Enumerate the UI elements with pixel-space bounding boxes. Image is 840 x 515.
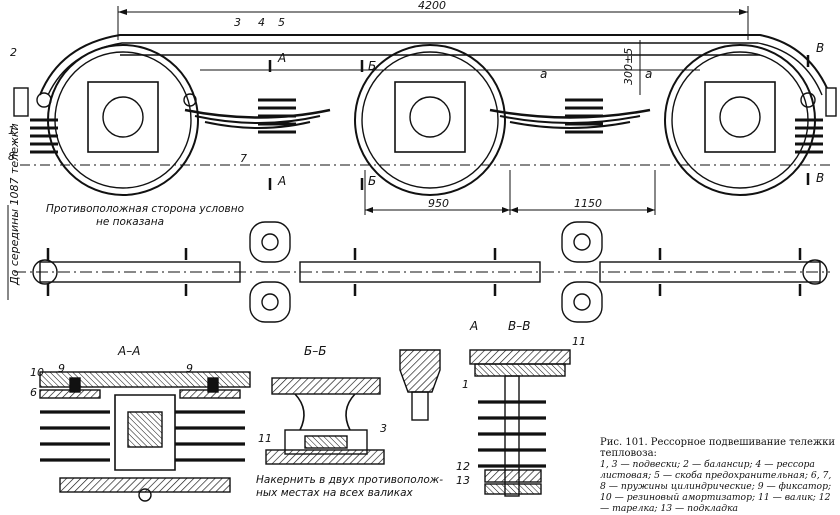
callout-13: 13 (456, 474, 470, 487)
callout-7: 7 (240, 152, 247, 165)
section-mark-labels: А А Б Б В В a a (277, 41, 824, 188)
mark-b-top: Б (368, 59, 376, 73)
dim-height-adj: 300±5 (622, 48, 635, 85)
section-vv (469, 349, 571, 497)
mark-gap-left: a (540, 67, 547, 81)
callout-3-bb: 3 (380, 422, 387, 435)
mark-gap-right: a (645, 67, 652, 81)
view-bb-title: Б–Б (304, 344, 326, 358)
section-aa (39, 371, 251, 502)
note-kerning: Накернить в двух противополож- (256, 474, 443, 486)
callout-10: 10 (30, 366, 44, 379)
caption-title: Рис. 101. Рессорное подвешивание тележки… (600, 437, 836, 459)
callout-1: 1 (8, 124, 15, 137)
callout-2: 2 (10, 46, 17, 59)
dim-left-span: 950 (428, 197, 449, 210)
detail-a (399, 349, 441, 421)
callout-8: 8 (8, 150, 15, 163)
view-titles: А–А Б–Б А В–В (117, 319, 530, 358)
callout-5: 5 (278, 16, 285, 29)
mark-a-top: А (277, 51, 286, 65)
notes: Противоположная сторона условно не показ… (46, 203, 443, 499)
dim-right-span: 1150 (574, 197, 602, 210)
mark-v-bottom: В (816, 171, 824, 185)
view-aa-title: А–А (117, 344, 140, 358)
dim-total: 4200 (418, 0, 446, 12)
dimension-labels: 4200 950 1150 300±5 До середины 1087 тел… (8, 0, 635, 286)
note-opposite-side-2: не показана (96, 216, 164, 228)
callout-12: 12 (456, 460, 470, 473)
callout-3: 3 (234, 16, 241, 29)
section-bb (265, 377, 385, 465)
callout-labels: 2 1 8 3 4 5 7 10 9 9 6 3 11 11 1 12 13 (8, 16, 586, 487)
callout-1-vv: 1 (462, 378, 469, 391)
view-a-detail-title: А (469, 319, 478, 333)
callout-11-vv: 11 (572, 335, 586, 348)
callout-11-bb: 11 (258, 432, 272, 445)
callout-6: 6 (30, 386, 37, 399)
bogie-side-view (13, 6, 837, 215)
view-vv-title: В–В (508, 319, 530, 333)
callout-4: 4 (258, 16, 265, 29)
note-opposite-side: Противоположная сторона условно (46, 203, 244, 215)
mark-a-bottom: А (277, 174, 286, 188)
callout-9-right: 9 (186, 362, 193, 375)
dim-to-center: До середины 1087 тележки (8, 123, 21, 286)
bogie-plan-view (7, 205, 830, 323)
callout-9-left: 9 (58, 362, 65, 375)
figure-caption: Рис. 101. Рессорное подвешивание тележки… (600, 437, 836, 514)
mark-v-top: В (816, 41, 824, 55)
mark-b-bottom: Б (368, 174, 376, 188)
note-kerning-2: ных местах на всех валиках (256, 487, 414, 499)
caption-text: 1, 3 — подвески; 2 — балансир; 4 — рессо… (600, 459, 832, 514)
